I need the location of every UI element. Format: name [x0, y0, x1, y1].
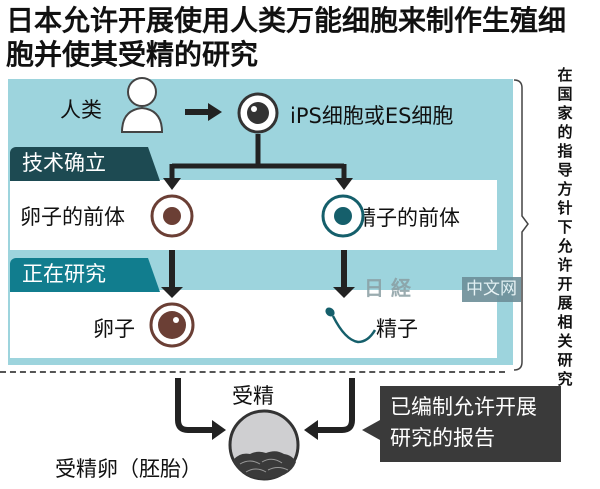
stem-cell-icon — [237, 92, 279, 134]
label-stem-cells: iPS细胞或ES细胞 — [290, 104, 454, 128]
bracket — [513, 79, 529, 371]
svg-text:日 経: 日 経 — [364, 276, 412, 300]
sperm-icon — [325, 307, 377, 344]
label-egg-precursor: 卵子的前体 — [20, 205, 125, 229]
watermark-text: 中文网 — [462, 277, 521, 302]
precursor-row — [10, 180, 497, 250]
merge-arrows — [175, 378, 355, 433]
arrow-down-icon — [161, 287, 183, 298]
arrow-right-icon — [212, 420, 226, 440]
embryo-icon — [228, 409, 300, 481]
callout-line1: 已编制允许开展 — [390, 395, 537, 419]
sperm-precursor-icon — [321, 194, 365, 238]
label-human: 人类 — [60, 98, 102, 122]
egg-icon — [149, 302, 195, 348]
arrow-down-icon — [163, 178, 181, 190]
arrow-down-icon — [333, 287, 355, 298]
page-title: 日本允许开展使用人类万能细胞来制作生殖细胞并使其受精的研究 — [6, 4, 567, 71]
label-sperm-precursor: 精子的前体 — [355, 206, 460, 230]
branch-arrows — [169, 134, 347, 180]
arrow-down-icon — [335, 178, 353, 190]
callout-line2: 研究的报告 — [390, 426, 495, 450]
egg-precursor-icon — [150, 194, 194, 238]
arrow-right-icon — [185, 103, 222, 121]
report-callout: 已编制允许开展 研究的报告 — [380, 386, 561, 462]
divider-dashed — [0, 371, 505, 373]
label-fertilization: 受精 — [232, 384, 274, 408]
tag-researching: 正在研究 — [10, 258, 160, 292]
label-sperm: 精子 — [376, 317, 418, 341]
label-egg: 卵子 — [93, 317, 135, 341]
callout-pointer — [362, 420, 380, 440]
arrow-left-icon — [304, 420, 318, 440]
person-icon — [120, 77, 164, 133]
side-note: 在国家的指导方针下允许开展相关研究 — [557, 66, 573, 388]
gamete-row — [10, 290, 497, 358]
label-embryo: 受精卵（胚胎） — [55, 457, 202, 481]
watermark-logo: 日 経 — [364, 276, 412, 300]
tag-established: 技术确立 — [10, 147, 160, 181]
